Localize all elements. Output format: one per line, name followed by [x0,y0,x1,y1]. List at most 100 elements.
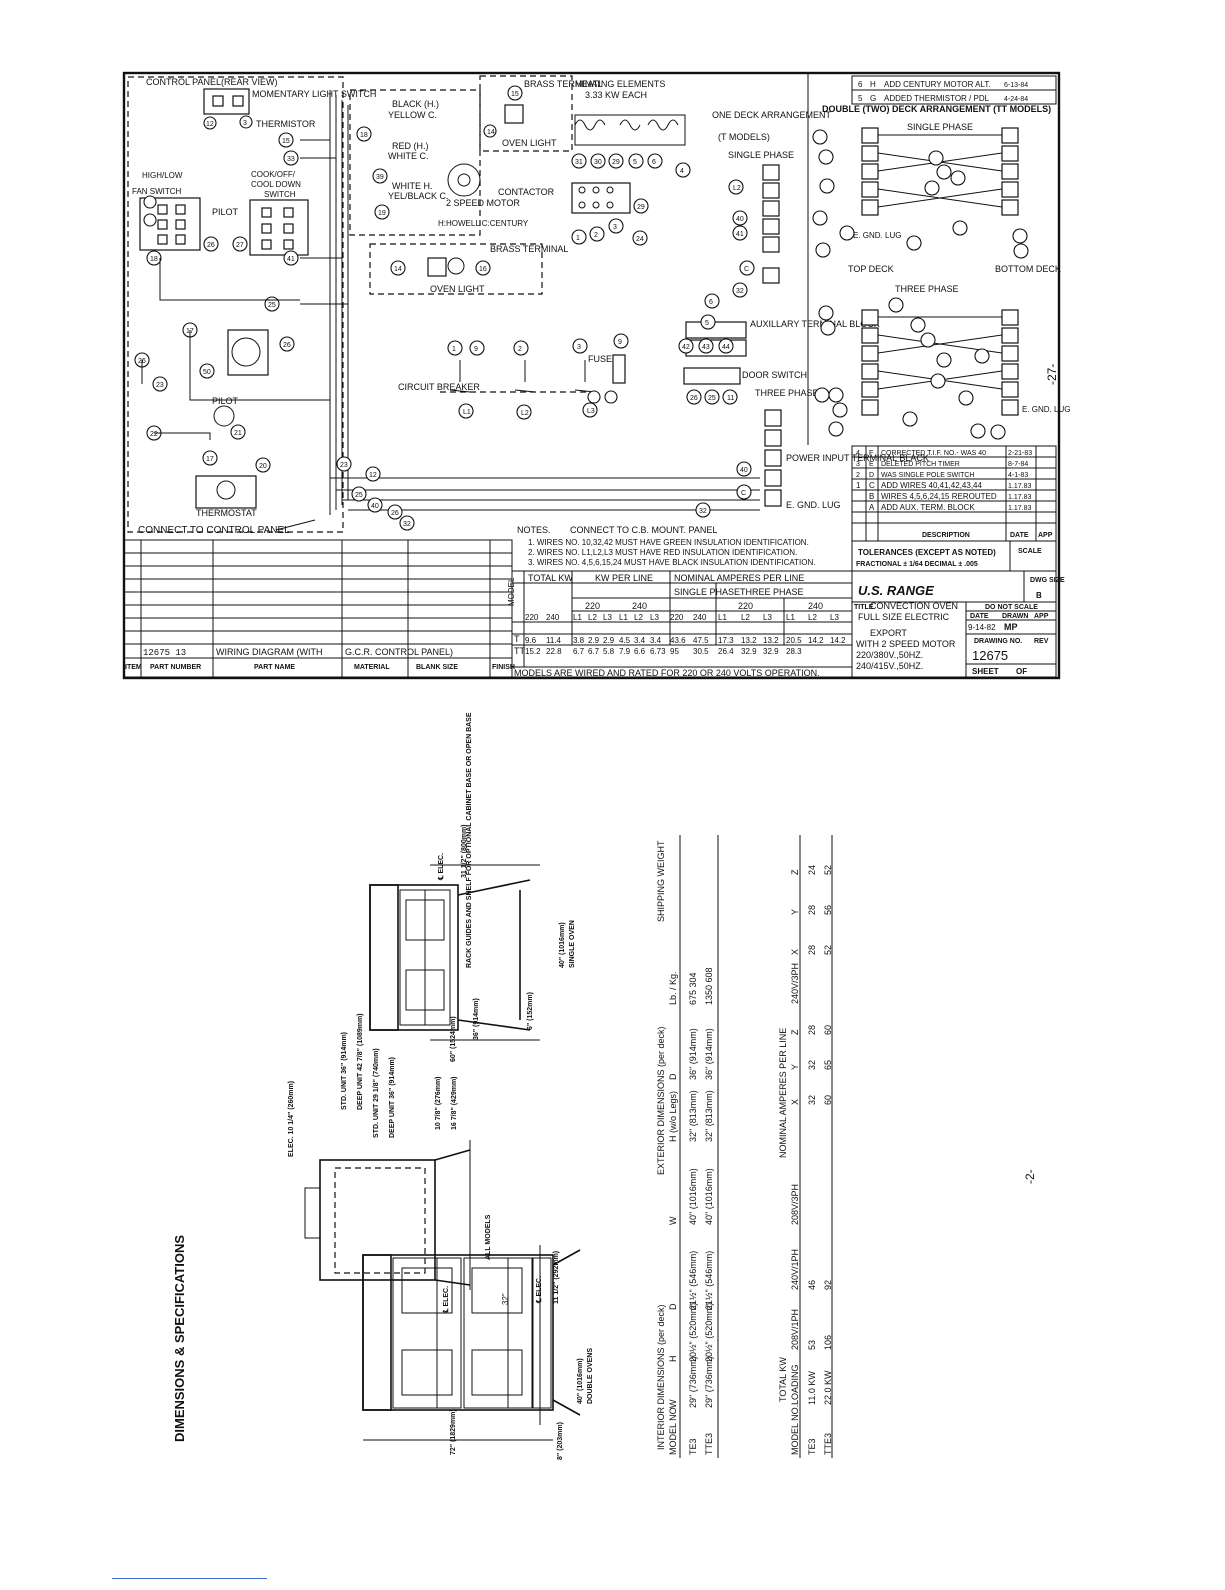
three-phase-terminals [861,309,1019,416]
rev-6-ltr: H [870,80,876,89]
svg-text:31: 31 [575,159,583,166]
rev-2-date: 4-1-83 [1008,472,1028,479]
single-phase-label-2: SINGLE PHASE [907,122,973,132]
svg-text:5: 5 [705,320,709,327]
amps-table-cell: 106 [823,1335,833,1350]
kw-cell: 6.7 [588,647,600,656]
kw-cell: 3.4 [650,636,662,645]
do-not-scale: DO NOT SCALE [985,604,1038,611]
date-header: DATE [970,613,989,620]
svg-text:29: 29 [612,159,620,166]
svg-text:4: 4 [680,168,684,175]
svg-text:40: 40 [736,216,744,223]
brass-terminal-section [479,75,573,152]
export-line-3: 240/415V.,50HZ. [856,661,923,671]
kw-cell: 14.2 [830,636,846,645]
dwg-size-value: B [1036,591,1042,600]
kw-amperes-table: MODEL TOTAL KW KW PER LINE NOMINAL AMPER… [507,570,853,678]
kw-cell: 4.5 [619,636,631,645]
rev-6-date: 6-13-84 [1004,82,1028,89]
amps-table-cell: 11.0 KW [807,1371,817,1405]
amps-table-header: 208V/1PH [790,1309,800,1350]
rev-2-sym: 2 [856,472,860,479]
parts-part-number: 12675 13 [143,648,186,658]
gnd-lug-label: E. GND. LUG [786,500,841,510]
svg-text:6: 6 [709,299,713,306]
group-exterior: EXTERIOR DIMENSIONS (per deck) [656,1026,666,1175]
svg-text:39: 39 [376,174,384,181]
dim-table-cell: 36" (914mm) [688,1028,698,1080]
kw-cell: 30.5 [693,647,709,656]
svg-text:15: 15 [511,91,519,98]
amps-table-cell: 28 [807,905,817,915]
kw-cell: 13.2 [741,636,757,645]
svg-text:27: 27 [236,242,244,249]
svg-text:30: 30 [594,159,602,166]
dim-11: 11 1/2" (292mm) [553,1251,560,1304]
switch-label: SWITCH [264,190,296,199]
double-deck-label: DOUBLE (TWO) DECK ARRANGEMENT (TT MODELS… [822,104,1051,114]
cool-down-label: COOL DOWN [251,180,301,189]
dim-8: 8" (203mm) [557,1422,564,1460]
amps-table-header: MODEL NO. [790,1405,800,1455]
amps-table-cell: 46 [807,1280,817,1290]
kw-cell: 11.4 [546,636,562,645]
rev-a-date: 1.17.83 [1008,505,1031,512]
kw-cell: 7.9 [619,647,631,656]
dim-table-cell: 29" (736mm) [704,1356,714,1408]
svg-text:15: 15 [282,138,290,145]
svg-text:6: 6 [652,159,656,166]
export-label: EXPORT [870,628,907,638]
gnd-lug-three-phase: E. GND. LUG [1022,405,1070,414]
t-models-label: (T MODELS) [718,132,770,142]
svg-text:23: 23 [340,462,348,469]
amps-table-cell: 28 [807,945,817,955]
kw-line-header: L2 [741,613,750,622]
svg-text:26: 26 [391,510,399,517]
amps-table-cell: 56 [823,905,833,915]
svg-text:L2: L2 [733,185,741,192]
amps-220-header: 220 [738,601,753,611]
rev-6-desc: ADD CENTURY MOTOR ALT. [884,80,991,89]
amps-table-header: LOADING [790,1364,800,1405]
svg-text:2: 2 [518,346,522,353]
amperes-table: TOTAL KW NOMINAL AMPERES PER LINE [778,835,833,1458]
kw-line-header: L1 [718,613,727,622]
black-wire-label: BLACK (H.) [392,99,439,109]
rev-5-ltr: G [870,94,876,103]
yellow-wire-label: YELLOW C. [388,110,437,120]
note-2: 2. WIRES NO. L1,L2,L3 MUST HAVE RED INSU… [528,548,797,557]
three-phase-header: THREE PHASE [740,587,804,597]
company-name: U.S. RANGE [858,583,934,598]
kw-cell: 6.7 [573,647,585,656]
title-block: TOLERANCES (EXCEPT AS NOTED) FRACTIONAL … [851,540,1065,678]
momentary-switch-label: MOMENTARY LIGHT SWITCH [252,89,376,99]
kw-cell: 6.73 [650,647,666,656]
rev-4-date: 2-21-83 [1008,450,1032,457]
heating-element-coils [574,114,686,146]
kw-model-header: MODEL [507,577,516,606]
cook-off-label: COOK/OFF/ [251,170,296,179]
svg-text:17: 17 [206,456,214,463]
rev-c-desc: ADD WIRES 40,41,42,43,44 [881,481,982,490]
oven-light-label-1: OVEN LIGHT [502,138,557,148]
dim-31: 31 1/2" (800mm) [461,824,468,878]
single-phase-header: SINGLE PHASE [674,587,740,597]
rev-date-header: DATE [1010,532,1029,539]
all-models-label: ALL MODELS [485,1214,492,1260]
single-phase-label-1: SINGLE PHASE [728,150,794,160]
white-wire-label: WHITE C. [388,151,429,161]
motor-label: 2 SPEED MOTOR [446,198,520,208]
amps-table-cell: TTE3 [823,1433,833,1455]
dim-table-cell: 20½" (520mm) [704,1303,714,1362]
kw-cell: 32.9 [763,647,779,656]
bottom-deck-label: BOTTOM DECK [995,264,1061,274]
kw-cell: 2.9 [588,636,600,645]
svg-text:24: 24 [636,236,644,243]
amps-table-header: 240V/3PH [790,963,800,1004]
kw-total-header: TOTAL KW [528,573,573,583]
svg-text:11: 11 [727,395,734,402]
pilot-light-icon [213,405,235,427]
svg-text:14: 14 [487,129,495,136]
